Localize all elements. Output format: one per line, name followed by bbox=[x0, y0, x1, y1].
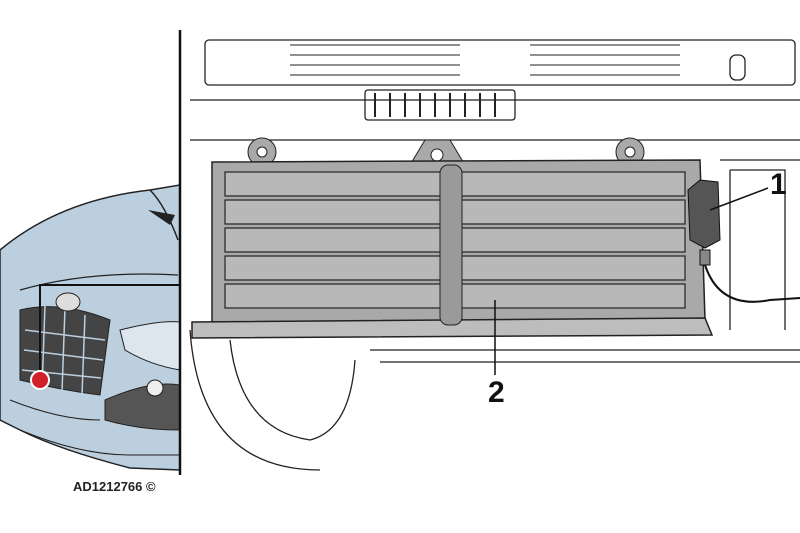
callout-1-label: 1 bbox=[770, 168, 787, 201]
location-marker bbox=[30, 370, 50, 390]
marker-leader-line bbox=[39, 284, 180, 380]
callout-2-label: 2 bbox=[488, 376, 505, 409]
vehicle-structure bbox=[189, 39, 800, 471]
grille-shutter bbox=[191, 137, 714, 339]
actuator bbox=[687, 179, 800, 303]
car-front-inset bbox=[0, 184, 181, 471]
reference-code: AD1212766 © bbox=[73, 479, 156, 494]
callout-1-leader bbox=[709, 187, 769, 211]
